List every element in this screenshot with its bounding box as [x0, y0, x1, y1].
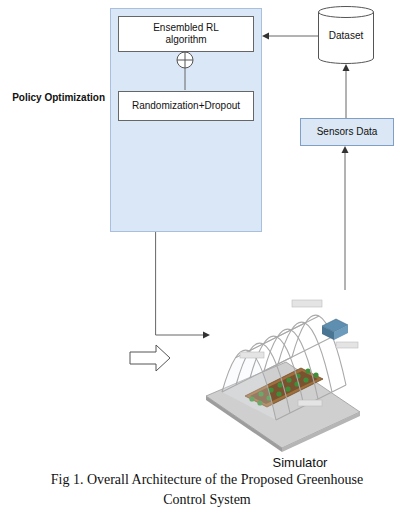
connector-arrow	[343, 64, 350, 118]
block-arrow	[130, 345, 170, 371]
connector-arrow	[262, 33, 318, 40]
box-label: Randomization+Dropout	[132, 100, 240, 112]
plant	[286, 377, 291, 382]
simulator-node: Simulator	[210, 290, 390, 470]
process-box: Ensembled RL algorithm	[118, 16, 254, 52]
connector-line	[268, 36, 318, 37]
plant	[303, 377, 308, 382]
cylinder-body	[319, 12, 374, 64]
arrowhead	[343, 64, 350, 71]
greenhouse-frame	[222, 315, 346, 420]
connector-arrow	[342, 146, 349, 290]
plant	[305, 368, 310, 373]
box-label: Sensors Data	[317, 126, 378, 138]
database-label: Dataset	[318, 30, 374, 42]
arrowhead	[262, 33, 269, 40]
sensor-tag	[336, 342, 358, 348]
sensor-tag	[298, 400, 322, 406]
connector-line	[346, 70, 347, 118]
connector-arrow	[156, 232, 210, 339]
plant	[313, 372, 318, 377]
arch	[236, 343, 290, 413]
equipment-box-side	[322, 326, 334, 340]
panel-heading: Policy Optimization	[12, 91, 105, 104]
database-cylinder: Dataset	[318, 6, 374, 64]
sum-circle	[177, 52, 193, 68]
purlin	[236, 323, 306, 358]
sum-plus	[185, 52, 186, 68]
data-box: Sensors Data	[300, 118, 394, 146]
connector-line	[345, 152, 346, 290]
figure-caption: Fig 1. Overall Architecture of the Propo…	[47, 470, 367, 510]
arch	[222, 350, 276, 420]
sum-link	[185, 68, 186, 90]
sensor-tag	[240, 352, 264, 358]
simulator-label: Simulator	[210, 455, 390, 470]
equipment-box-side	[334, 325, 348, 340]
base-rail	[276, 385, 346, 420]
cylinder-top	[319, 7, 374, 18]
plant	[276, 391, 281, 396]
sum-plus	[177, 60, 193, 61]
arrowhead	[203, 332, 210, 339]
base-rail	[222, 357, 292, 392]
arrowhead	[342, 146, 349, 153]
plant	[285, 386, 290, 391]
policy-panel: Policy OptimizationEnsembled RL algorith…	[110, 8, 262, 232]
sensor-tag	[292, 300, 322, 307]
plant	[277, 382, 282, 387]
box-label: Ensembled RL algorithm	[144, 22, 228, 46]
connector-line	[156, 232, 204, 335]
process-box: Randomization+Dropout	[118, 91, 254, 121]
platform-side	[282, 412, 360, 452]
